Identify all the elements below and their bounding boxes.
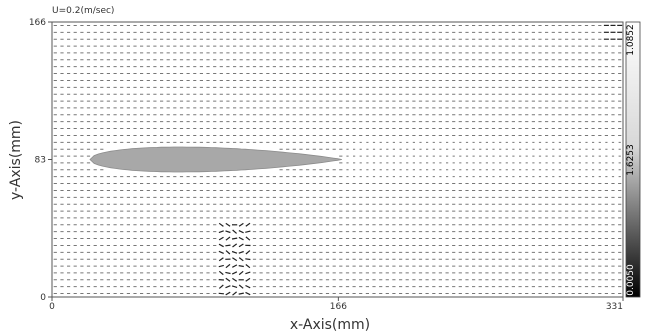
velocity-vector	[238, 230, 244, 234]
velocity-vector	[225, 230, 231, 234]
velocity-vector	[225, 250, 231, 255]
velocity-vector	[218, 270, 224, 276]
velocity-vector	[238, 270, 244, 276]
velocity-vector	[245, 250, 251, 255]
velocity-vector	[238, 243, 244, 248]
velocity-vector	[238, 222, 244, 227]
velocity-vector	[238, 292, 244, 295]
velocity-vector	[218, 230, 224, 234]
velocity-vector	[232, 257, 238, 262]
y-tick-label: 166	[29, 18, 46, 28]
velocity-vector	[238, 236, 244, 241]
velocity-vector	[245, 284, 251, 289]
velocity-vector	[225, 222, 231, 227]
velocity-vector	[218, 284, 224, 289]
colorbar-label-min: 0.0050	[626, 264, 636, 296]
velocity-vector	[232, 277, 238, 282]
velocity-vector	[232, 243, 238, 248]
x-tick-label: 166	[330, 302, 347, 312]
velocity-vector	[225, 244, 231, 247]
velocity-vector	[245, 291, 251, 296]
x-tick-label: 331	[606, 302, 623, 312]
velocity-vector	[231, 271, 238, 275]
y-axis-label: y-Axis(mm)	[8, 120, 24, 200]
velocity-vector	[225, 291, 231, 296]
y-tick-label: 0	[40, 293, 46, 303]
velocity-vector	[245, 222, 251, 227]
y-axis-ticks: 0 83 166	[29, 18, 52, 303]
x-axis-label: x-Axis(mm)	[290, 317, 370, 333]
velocity-vector	[238, 284, 244, 289]
velocity-vector	[245, 264, 251, 269]
velocity-vector	[225, 271, 231, 275]
velocity-vector	[231, 237, 238, 240]
velocity-vector	[245, 230, 251, 233]
velocity-vector	[218, 222, 224, 227]
velocity-vector	[245, 236, 251, 241]
x-axis-ticks: 0 166 331	[49, 297, 624, 312]
velocity-vector	[225, 285, 231, 289]
velocity-vector	[238, 265, 244, 268]
x-tick-label: 0	[49, 302, 55, 312]
velocity-vector	[232, 264, 238, 268]
velocity-vector	[218, 250, 224, 254]
velocity-vector	[245, 277, 251, 282]
velocity-vector	[225, 263, 231, 269]
velocity-vector	[238, 257, 244, 262]
y-tick-label: 83	[35, 156, 46, 166]
velocity-vector	[232, 291, 237, 296]
velocity-vector	[218, 243, 224, 248]
vector-field-arrows	[53, 24, 623, 296]
velocity-vector	[218, 236, 224, 241]
velocity-vector	[245, 258, 251, 261]
airfoil-body	[89, 146, 342, 173]
velocity-vector	[225, 236, 231, 241]
velocity-scale-label: U=0.2(m/sec)	[52, 6, 114, 16]
velocity-vector	[232, 229, 237, 234]
velocity-vector	[245, 271, 251, 275]
velocity-vector	[238, 250, 244, 254]
velocity-vector	[218, 257, 224, 262]
velocity-vector	[231, 250, 238, 254]
velocity-vector	[218, 292, 224, 295]
velocity-vector	[218, 264, 224, 268]
colorbar-label-mid: 1.6253	[626, 144, 636, 176]
velocity-vector	[225, 277, 231, 282]
colorbar-label-max: 1.0852	[626, 24, 636, 56]
colorbar	[625, 21, 641, 298]
velocity-vector	[231, 285, 238, 288]
